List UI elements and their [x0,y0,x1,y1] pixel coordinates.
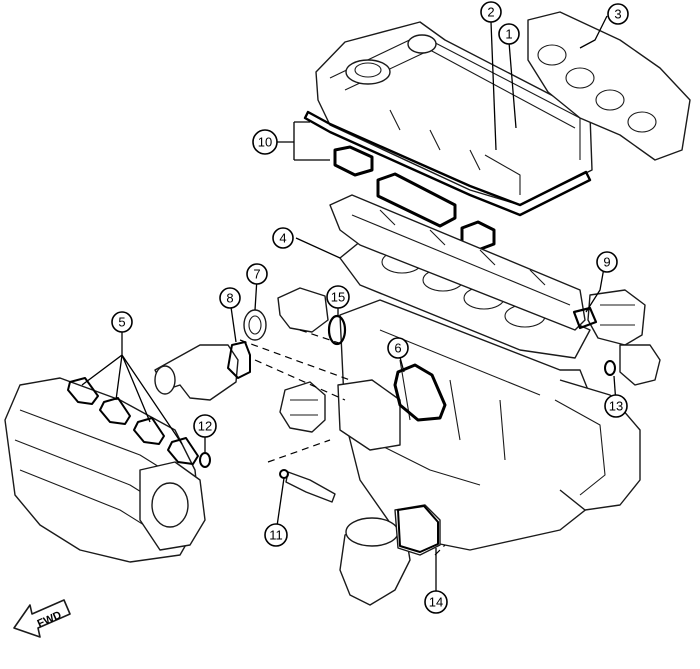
callout-12: 12 [193,414,217,438]
callout-13: 13 [604,394,628,418]
callout-7: 7 [246,263,268,285]
svg-text:14: 14 [429,595,443,610]
svg-text:7: 7 [253,267,260,282]
thermostat-housing [154,344,239,401]
oil-pressure-housing [279,381,326,433]
svg-text:6: 6 [394,341,401,356]
cylinder-block [337,299,641,551]
callout-6: 6 [387,337,409,359]
cylinder-head-cover [315,21,593,206]
callout-2: 2 [480,1,502,23]
callout-3: 3 [607,3,629,25]
svg-text:2: 2 [487,5,494,20]
svg-text:12: 12 [198,419,212,434]
egr-valve [587,289,661,386]
svg-text:8: 8 [226,291,233,306]
svg-text:13: 13 [609,399,623,414]
svg-text:10: 10 [258,135,272,150]
thermostat [243,309,267,341]
callout-11: 11 [264,523,288,547]
oil-strainer-gasket [397,505,439,553]
callout-14: 14 [424,590,448,614]
svg-text:15: 15 [331,290,345,305]
callout-1: 1 [498,23,520,45]
egr-gasket [572,306,616,376]
oil-pressure-switch [279,469,336,503]
intake-manifold-gaskets [67,377,211,468]
callout-4: 4 [272,227,294,249]
oil-separator-gasket [393,363,447,422]
callout-10: 10 [252,129,278,155]
svg-text:4: 4 [279,231,286,246]
svg-text:1: 1 [505,27,512,42]
svg-text:9: 9 [603,255,610,270]
fwd-arrow-icon: FWD [13,599,71,638]
intake-manifold [4,377,206,563]
svg-text:3: 3 [614,7,621,22]
head-cover-gasket [303,110,592,217]
callout-9: 9 [596,251,618,273]
callout-15: 15 [326,285,350,309]
alignment-lines [239,329,446,556]
oil-strainer-housing [339,504,441,606]
svg-text:11: 11 [269,528,283,543]
callout-5: 5 [111,311,133,333]
callout-8: 8 [219,287,241,309]
exhaust-manifold-gasket [527,11,691,161]
water-outlet [277,287,347,346]
svg-text:5: 5 [118,315,125,330]
